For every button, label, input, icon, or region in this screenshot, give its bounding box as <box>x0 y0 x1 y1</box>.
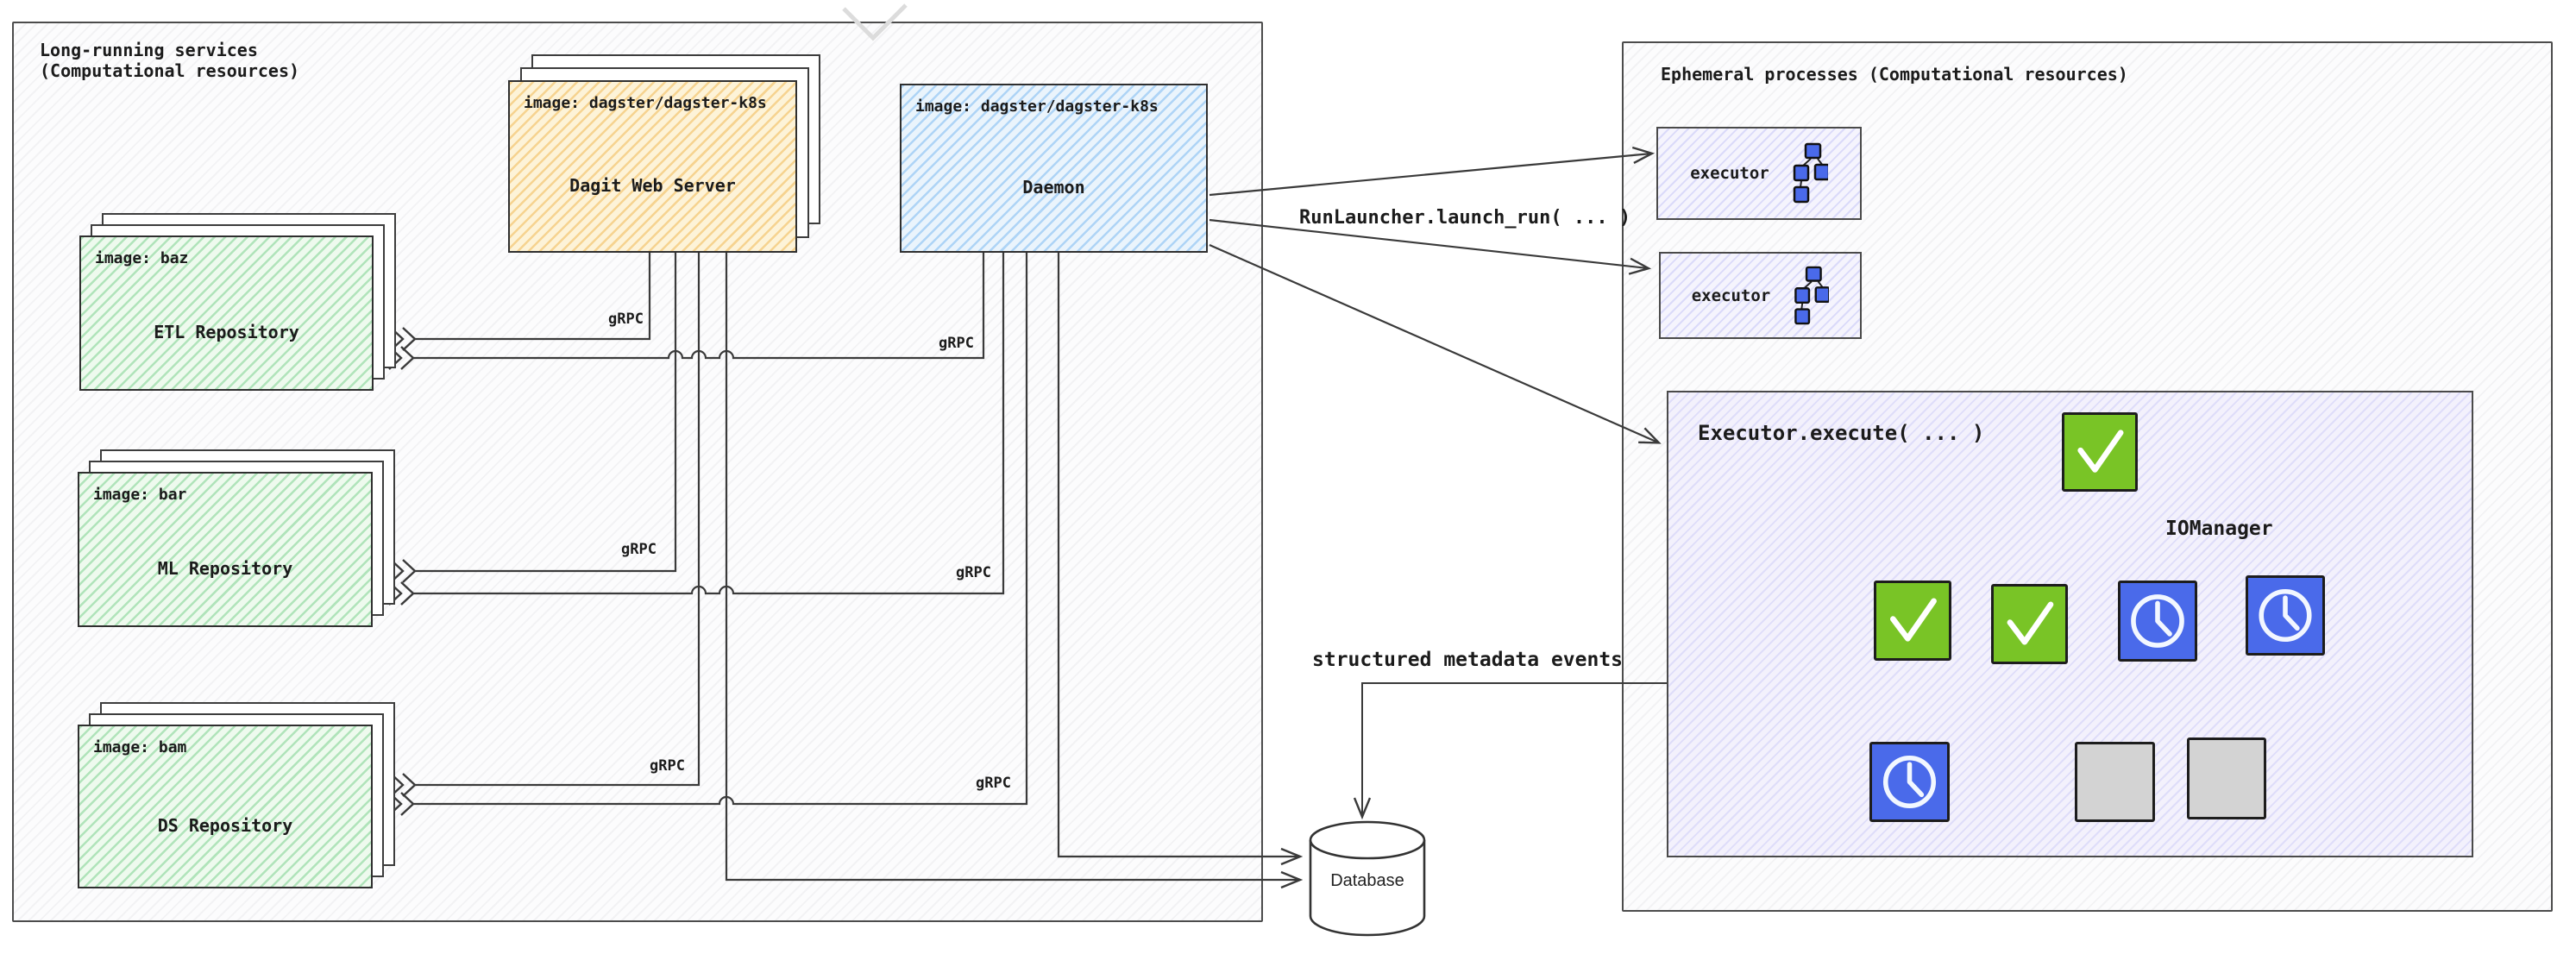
step-node-pending-1 <box>2075 742 2155 822</box>
step-node-waiting-2 <box>2246 575 2325 656</box>
step-node-success-2 <box>1991 584 2068 664</box>
step-node-waiting-1 <box>2118 581 2197 662</box>
ml-repo-name: ML Repository <box>157 557 293 579</box>
clock-icon <box>1882 755 1937 809</box>
dag-icon <box>1794 266 1830 324</box>
step-node-pending-2 <box>2187 737 2266 819</box>
run-launcher-arrows <box>1209 154 1658 442</box>
etl-repository-box: image: baz ETL Repository <box>79 235 374 391</box>
dag-icon <box>1793 142 1828 204</box>
left-panel-title: Long-running services(Computational reso… <box>40 40 299 81</box>
database-label: Database <box>1330 871 1404 890</box>
executor-1-label: executor <box>1690 164 1769 183</box>
arrow-daemon-execute-box <box>1209 243 1658 442</box>
executor-execute-title: Executor.execute( ... ) <box>1698 421 1985 445</box>
clock-icon <box>2131 594 2184 648</box>
dagit-web-server-box: image: dagster/dagster-k8s Dagit Web Ser… <box>508 80 797 253</box>
check-icon <box>1889 598 1937 642</box>
executor-box-1: executor <box>1656 127 1862 220</box>
left-panel-title-line2: (Computational resources) <box>40 60 300 81</box>
left-panel-title-line1: Long-running services <box>40 40 258 60</box>
right-panel-title: Ephemeral processes (Computational resou… <box>1661 64 2128 85</box>
ml-image-label: image: bar <box>93 486 187 504</box>
clock-icon <box>2259 588 2312 643</box>
etl-image-label: image: baz <box>95 249 189 267</box>
grpc-label-dagit-ml: gRPC <box>621 541 657 558</box>
check-icon <box>2077 430 2124 473</box>
check-icon <box>2007 601 2054 645</box>
grpc-label-dagit-ds: gRPC <box>650 757 685 775</box>
step-node-waiting-3 <box>1869 742 1950 822</box>
metadata-events-label: structured metadata events <box>1312 649 1624 671</box>
executor-2-label: executor <box>1691 286 1771 305</box>
daemon-image-label: image: dagster/dagster-k8s <box>915 97 1159 116</box>
ml-repository-box: image: bar ML Repository <box>78 472 373 627</box>
io-manager-label: IOManager <box>2165 518 2273 540</box>
ds-repository-box: image: bam DS Repository <box>78 725 373 888</box>
run-launcher-label: RunLauncher.launch_run( ... ) <box>1299 207 1631 229</box>
step-node-success-root <box>2062 412 2138 492</box>
dagit-name: Dagit Web Server <box>569 174 736 196</box>
dagit-image-label: image: dagster/dagster-k8s <box>524 94 767 112</box>
daemon-box: image: dagster/dagster-k8s Daemon <box>900 84 1208 253</box>
daemon-name: Daemon <box>1022 176 1085 198</box>
arrow-daemon-executor-1 <box>1209 154 1651 197</box>
grpc-label-dagit-etl: gRPC <box>608 311 644 328</box>
ds-image-label: image: bam <box>93 738 187 756</box>
ds-repo-name: DS Repository <box>157 814 293 836</box>
grpc-label-daemon-etl: gRPC <box>939 335 974 352</box>
etl-repo-name: ETL Repository <box>154 321 299 342</box>
grpc-label-daemon-ml: gRPC <box>956 564 991 581</box>
grpc-label-daemon-ds: gRPC <box>976 775 1011 792</box>
step-node-success-1 <box>1874 581 1951 661</box>
executor-box-2: executor <box>1659 252 1862 339</box>
